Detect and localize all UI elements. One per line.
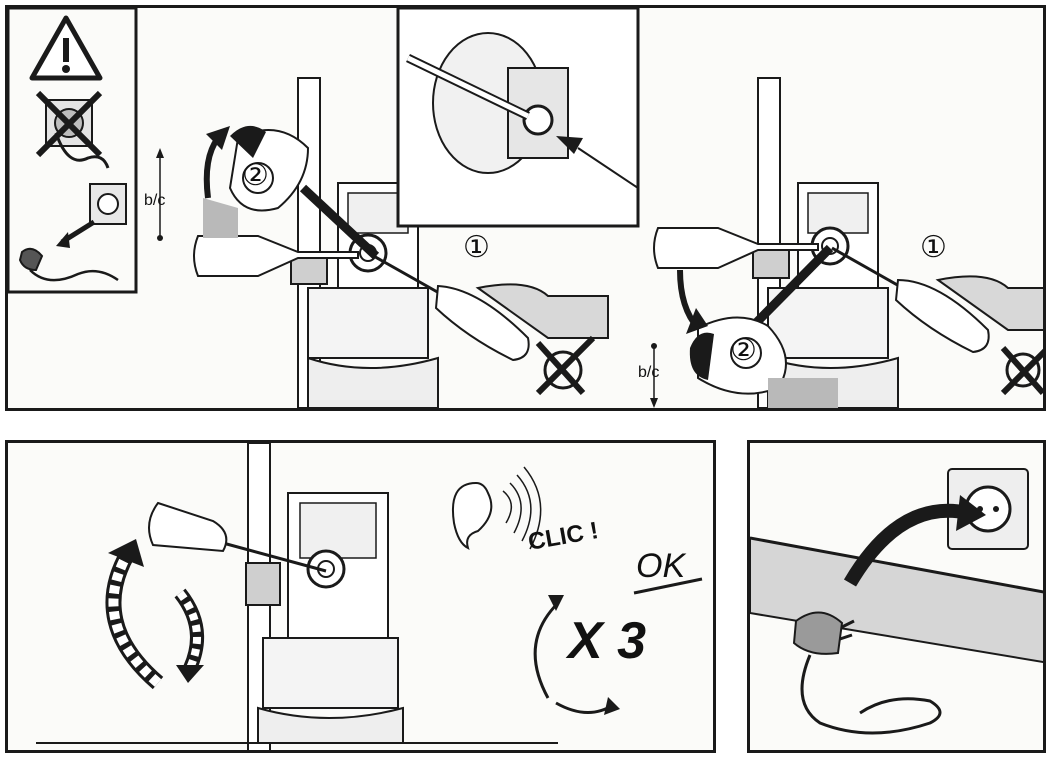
valve-scene-right	[650, 78, 1046, 408]
inset-detail	[398, 8, 638, 226]
bottom-right-panel	[747, 440, 1046, 753]
no-rotate-icon	[538, 338, 593, 393]
step-2-label-left: ②	[242, 158, 269, 193]
step-2-label-right: ②	[730, 333, 757, 368]
bottom-left-panel: CLIC ! OK X 3	[5, 440, 716, 753]
top-panel: ② ① b/c ② ① b/c	[5, 5, 1046, 411]
ok-label: OK	[636, 547, 685, 586]
bc-label-left: b/c	[144, 192, 165, 210]
bc-label-right: b/c	[638, 364, 659, 382]
step-1-label-left: ①	[463, 230, 490, 265]
bottom-left-art	[8, 443, 716, 753]
times-three-label: X 3	[568, 611, 646, 671]
bottom-right-art	[750, 443, 1046, 753]
safety-sidebar	[8, 8, 136, 292]
rotate-arrows-icon	[108, 539, 204, 683]
step-1-label-right: ①	[920, 230, 947, 265]
no-rotate-icon	[1003, 348, 1046, 393]
